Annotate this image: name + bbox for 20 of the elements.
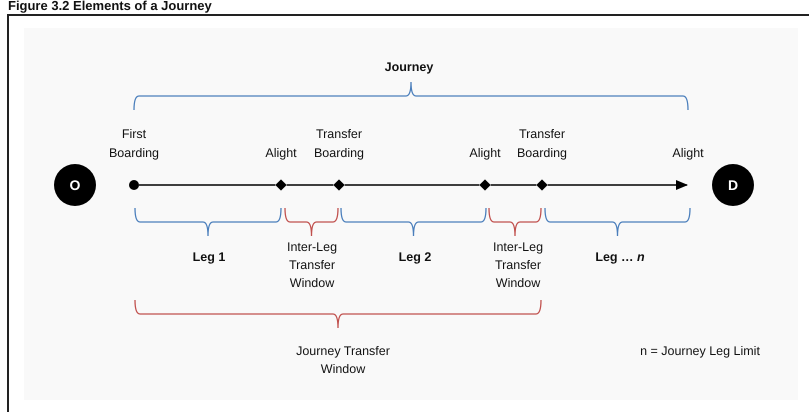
brace-label: Leg 1: [192, 249, 226, 266]
brace-label: n = Journey Leg Limit: [639, 343, 761, 360]
timeline-segment: [139, 184, 276, 186]
timeline-segment: [490, 184, 536, 186]
stop-label: First Boarding: [108, 126, 160, 162]
stop-label: Alight: [468, 145, 502, 162]
timeline-segment: [344, 184, 480, 186]
timeline-segment: [286, 184, 334, 186]
stop-label: Transfer Boarding: [312, 126, 366, 162]
brace-label: Inter-Leg Transfer Window: [492, 239, 544, 292]
stop-label: Alight: [667, 144, 709, 163]
stop-label: Alight: [264, 145, 298, 162]
brace-label: Journey Transfer Window: [295, 343, 391, 378]
arrow: [548, 180, 688, 190]
brace-label: Leg 2: [398, 249, 432, 266]
figure-title: Figure 3.2 Elements of a Journey: [8, 0, 212, 13]
stop-label: Transfer Boarding: [516, 126, 568, 162]
brace-label: Leg … n: [594, 249, 646, 266]
brace-label: Inter-Leg Transfer Window: [286, 239, 338, 292]
brace-label: Journey: [384, 59, 434, 76]
